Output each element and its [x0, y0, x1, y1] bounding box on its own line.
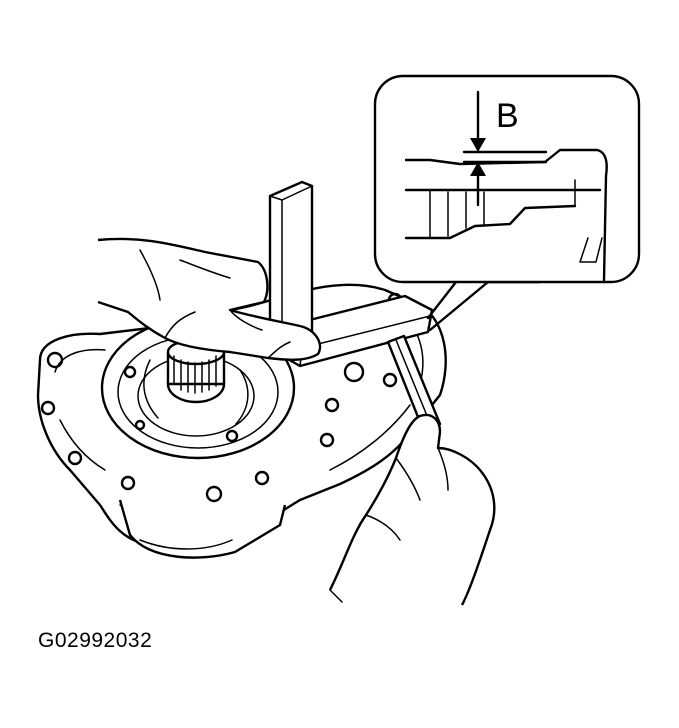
case-bolt-bosses: [40, 292, 403, 503]
right-hand: [328, 413, 496, 606]
callout-leader: [426, 280, 542, 332]
detail-callout-box: [373, 74, 641, 284]
figure-id: G02992032: [38, 629, 153, 652]
measurement-arrow-icon: [470, 90, 486, 207]
left-hand: [97, 237, 322, 361]
feeler-gauge: [386, 334, 442, 434]
callout-label-b: B: [496, 97, 519, 135]
